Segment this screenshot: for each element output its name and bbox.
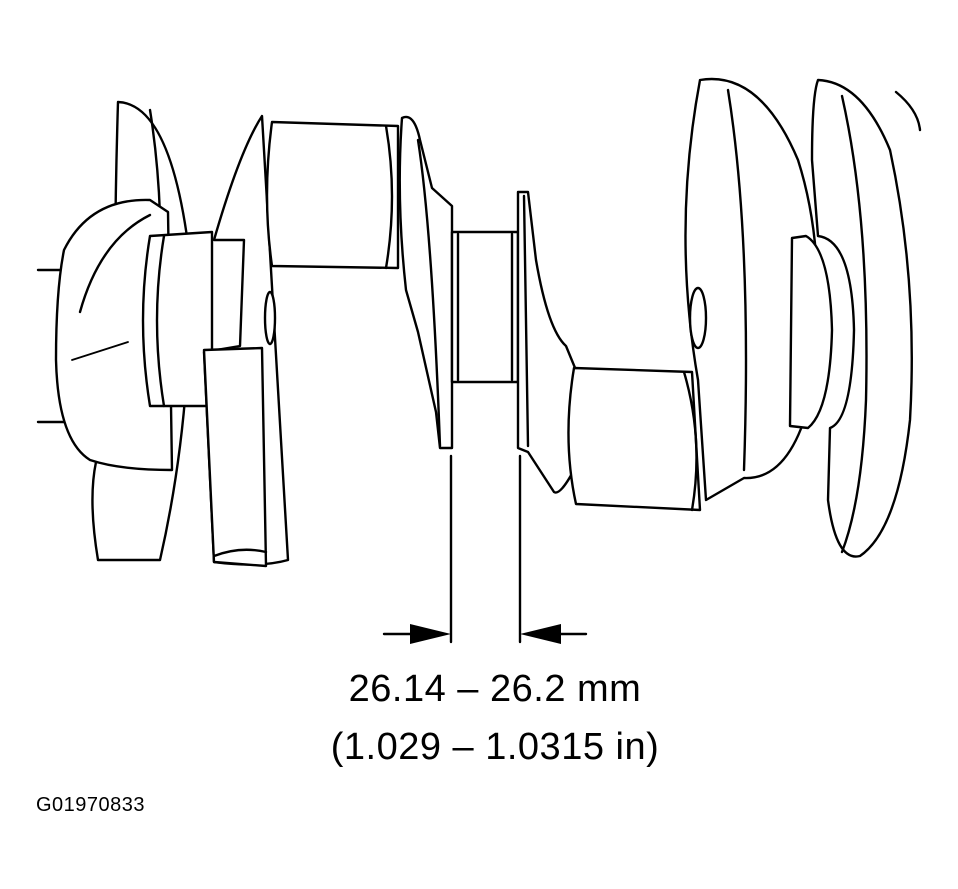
- dimension-arrow-left: [382, 624, 451, 644]
- measurement-metric: 26.14 – 26.2 mm: [348, 668, 642, 710]
- rear-main-journal: [788, 234, 834, 430]
- crank-pin-1: [265, 120, 400, 270]
- crank-web-2: [398, 115, 454, 450]
- crank-pin-2: [567, 366, 702, 512]
- front-web: [54, 198, 174, 472]
- crank-web-3: [516, 190, 582, 494]
- figure-id: G01970833: [36, 794, 146, 816]
- dimension-extension-lines: [449, 454, 522, 644]
- main-journal-left: [141, 230, 214, 408]
- thrust-journal: [450, 230, 520, 384]
- measurement-imperial: (1.029 – 1.0315 in): [330, 726, 660, 768]
- dimension-arrow-right: [520, 624, 588, 644]
- rear-counterweight: [684, 77, 819, 502]
- flywheel-flange: [810, 78, 922, 558]
